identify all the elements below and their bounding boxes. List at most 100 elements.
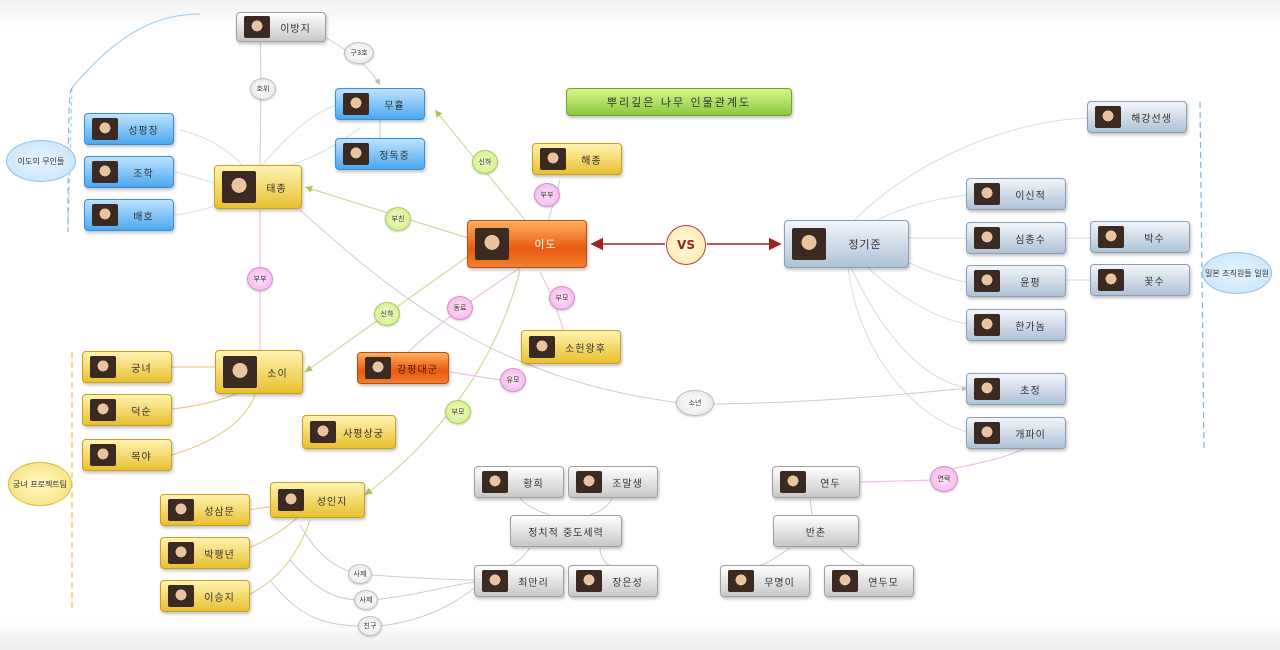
side-label-left-gold: 궁녀 프로젝트팀 [8,462,72,506]
node-left-gold-3[interactable]: 목야 [82,439,172,471]
portrait-icon [244,16,270,38]
portrait-icon [974,422,1000,444]
node-far-right-1[interactable]: 박수 [1090,221,1190,253]
portrait-icon [780,471,806,493]
node-left-gold-1[interactable]: 궁녀 [82,351,172,383]
bubble-pink-low-text: 유모 [506,376,520,384]
node-gwangpyeong[interactable]: 강평대군 [357,352,449,384]
node-right-5[interactable]: 한가놈 [966,309,1066,341]
node-right-1[interactable]: 해강선생 [1087,101,1187,133]
portrait-icon [728,570,754,592]
node-soheon[interactable]: 소이 [215,350,303,394]
node-yi-gae[interactable]: 이승지 [160,580,250,612]
node-sohun-queen[interactable]: 소헌왕후 [521,330,621,364]
portrait-icon [974,183,1000,205]
portrait-icon [482,471,508,493]
bubble-pink-left: 부부 [247,267,273,291]
node-left-gold-3-label: 목야 [131,451,152,463]
node-jo-mal-saeng[interactable]: 조말생 [568,466,658,498]
bubble-love: 연락 [930,466,958,492]
node-seong-sammun-label: 성삼문 [204,506,235,518]
node-jeong-dohyeon-label: 정독중 [379,150,410,162]
node-left-top-label: 이방지 [280,23,311,35]
node-yeon-dubo[interactable]: 연두모 [824,565,914,597]
node-haesu[interactable]: 해종 [532,143,622,175]
node-right-6-label: 초정 [1020,385,1041,397]
node-left-gold-2[interactable]: 덕순 [82,394,172,426]
bubble-small-3: 친구 [358,616,382,636]
node-hwang-bo[interactable]: 황희 [474,466,564,498]
portrait-icon [92,161,118,183]
node-taejong[interactable]: 태종 [214,165,302,209]
node-right-7[interactable]: 개파이 [966,417,1066,449]
node-gwangpyeong-label: 강평대군 [397,364,438,376]
portrait-icon [168,542,194,564]
portrait-icon [540,148,566,170]
node-right-7-label: 개파이 [1015,429,1046,441]
node-yeondu-label: 연두 [820,478,841,490]
bubble-uncle: 신하 [472,150,498,174]
node-left-blue-1[interactable]: 성평장 [84,113,174,145]
node-right-main[interactable]: 정기준 [784,220,909,268]
portrait-icon [90,444,116,466]
node-right-4[interactable]: 윤평 [966,265,1066,297]
bubble-top-left: 구3호 [344,42,374,64]
portrait-icon [168,499,194,521]
node-left-blue-3-label: 배호 [133,211,154,223]
node-banchon[interactable]: 반촌 [773,515,859,547]
node-banchon-label: 반촌 [805,527,827,539]
node-muhyul2[interactable]: 무명이 [720,565,810,597]
node-jang-byeong[interactable]: 장은성 [568,565,658,597]
node-center[interactable]: 이도 [467,220,587,268]
node-left-blue-2[interactable]: 조학 [84,156,174,188]
node-seong-sammun[interactable]: 성삼문 [160,494,250,526]
node-right-3-label: 심종수 [1015,234,1046,246]
node-left-blue-1-label: 성평장 [128,125,159,137]
portrait-icon [1098,226,1124,248]
node-right-2[interactable]: 이신적 [966,178,1066,210]
node-seong-hyejeon-label: 성인지 [316,496,348,508]
portrait-icon [90,356,116,378]
node-haesu-label: 해종 [581,155,602,167]
bubble-ally-text: 신하 [380,310,394,318]
bubble-father: 부친 [385,207,411,231]
bubble-top-small: 호위 [250,78,276,100]
node-choe-manri[interactable]: 최만리 [474,565,564,597]
node-far-right-2[interactable]: 꽃수 [1090,264,1190,296]
node-yeondu[interactable]: 연두 [772,466,860,498]
portrait-icon [974,270,1000,292]
node-yi-gae-label: 이승지 [204,592,235,604]
portrait-icon [310,421,336,443]
node-mupyul[interactable]: 무휼 [335,88,425,120]
node-seong-hyejeon[interactable]: 성인지 [270,482,365,518]
node-political-group[interactable]: 정치적 중도세력 [510,515,622,547]
portrait-icon [576,471,602,493]
portrait-icon [482,570,508,592]
bubble-pink-left-text: 부부 [253,275,267,283]
node-soheon-label: 소이 [267,368,288,380]
portrait-icon [529,336,555,358]
node-left-gold-1-label: 궁녀 [131,363,152,375]
node-left-top[interactable]: 이방지 [236,12,326,42]
vs-label: VS [677,238,695,252]
portrait-icon [222,171,256,203]
portrait-icon [974,378,1000,400]
node-jeong-dohyeon[interactable]: 정독중 [335,138,425,170]
portrait-icon [475,228,509,260]
node-sangung[interactable]: 사평상궁 [302,415,396,449]
node-right-6[interactable]: 초정 [966,373,1066,405]
portrait-icon [365,357,391,379]
bubble-small-1-text: 사제 [353,570,367,578]
node-park-paengnyeon[interactable]: 박팽년 [160,537,250,569]
portrait-icon [792,228,826,260]
portrait-icon [90,399,116,421]
node-left-blue-3[interactable]: 배호 [84,199,174,231]
bubble-enemy: 소년 [676,390,714,416]
bubble-love-text: 연락 [937,475,951,483]
node-right-4-label: 윤평 [1020,277,1041,289]
vs-badge: VS [666,225,706,265]
node-right-3[interactable]: 심종수 [966,222,1066,254]
node-muhyul2-label: 무명이 [764,577,795,589]
node-park-paengnyeon-label: 박팽년 [204,549,235,561]
